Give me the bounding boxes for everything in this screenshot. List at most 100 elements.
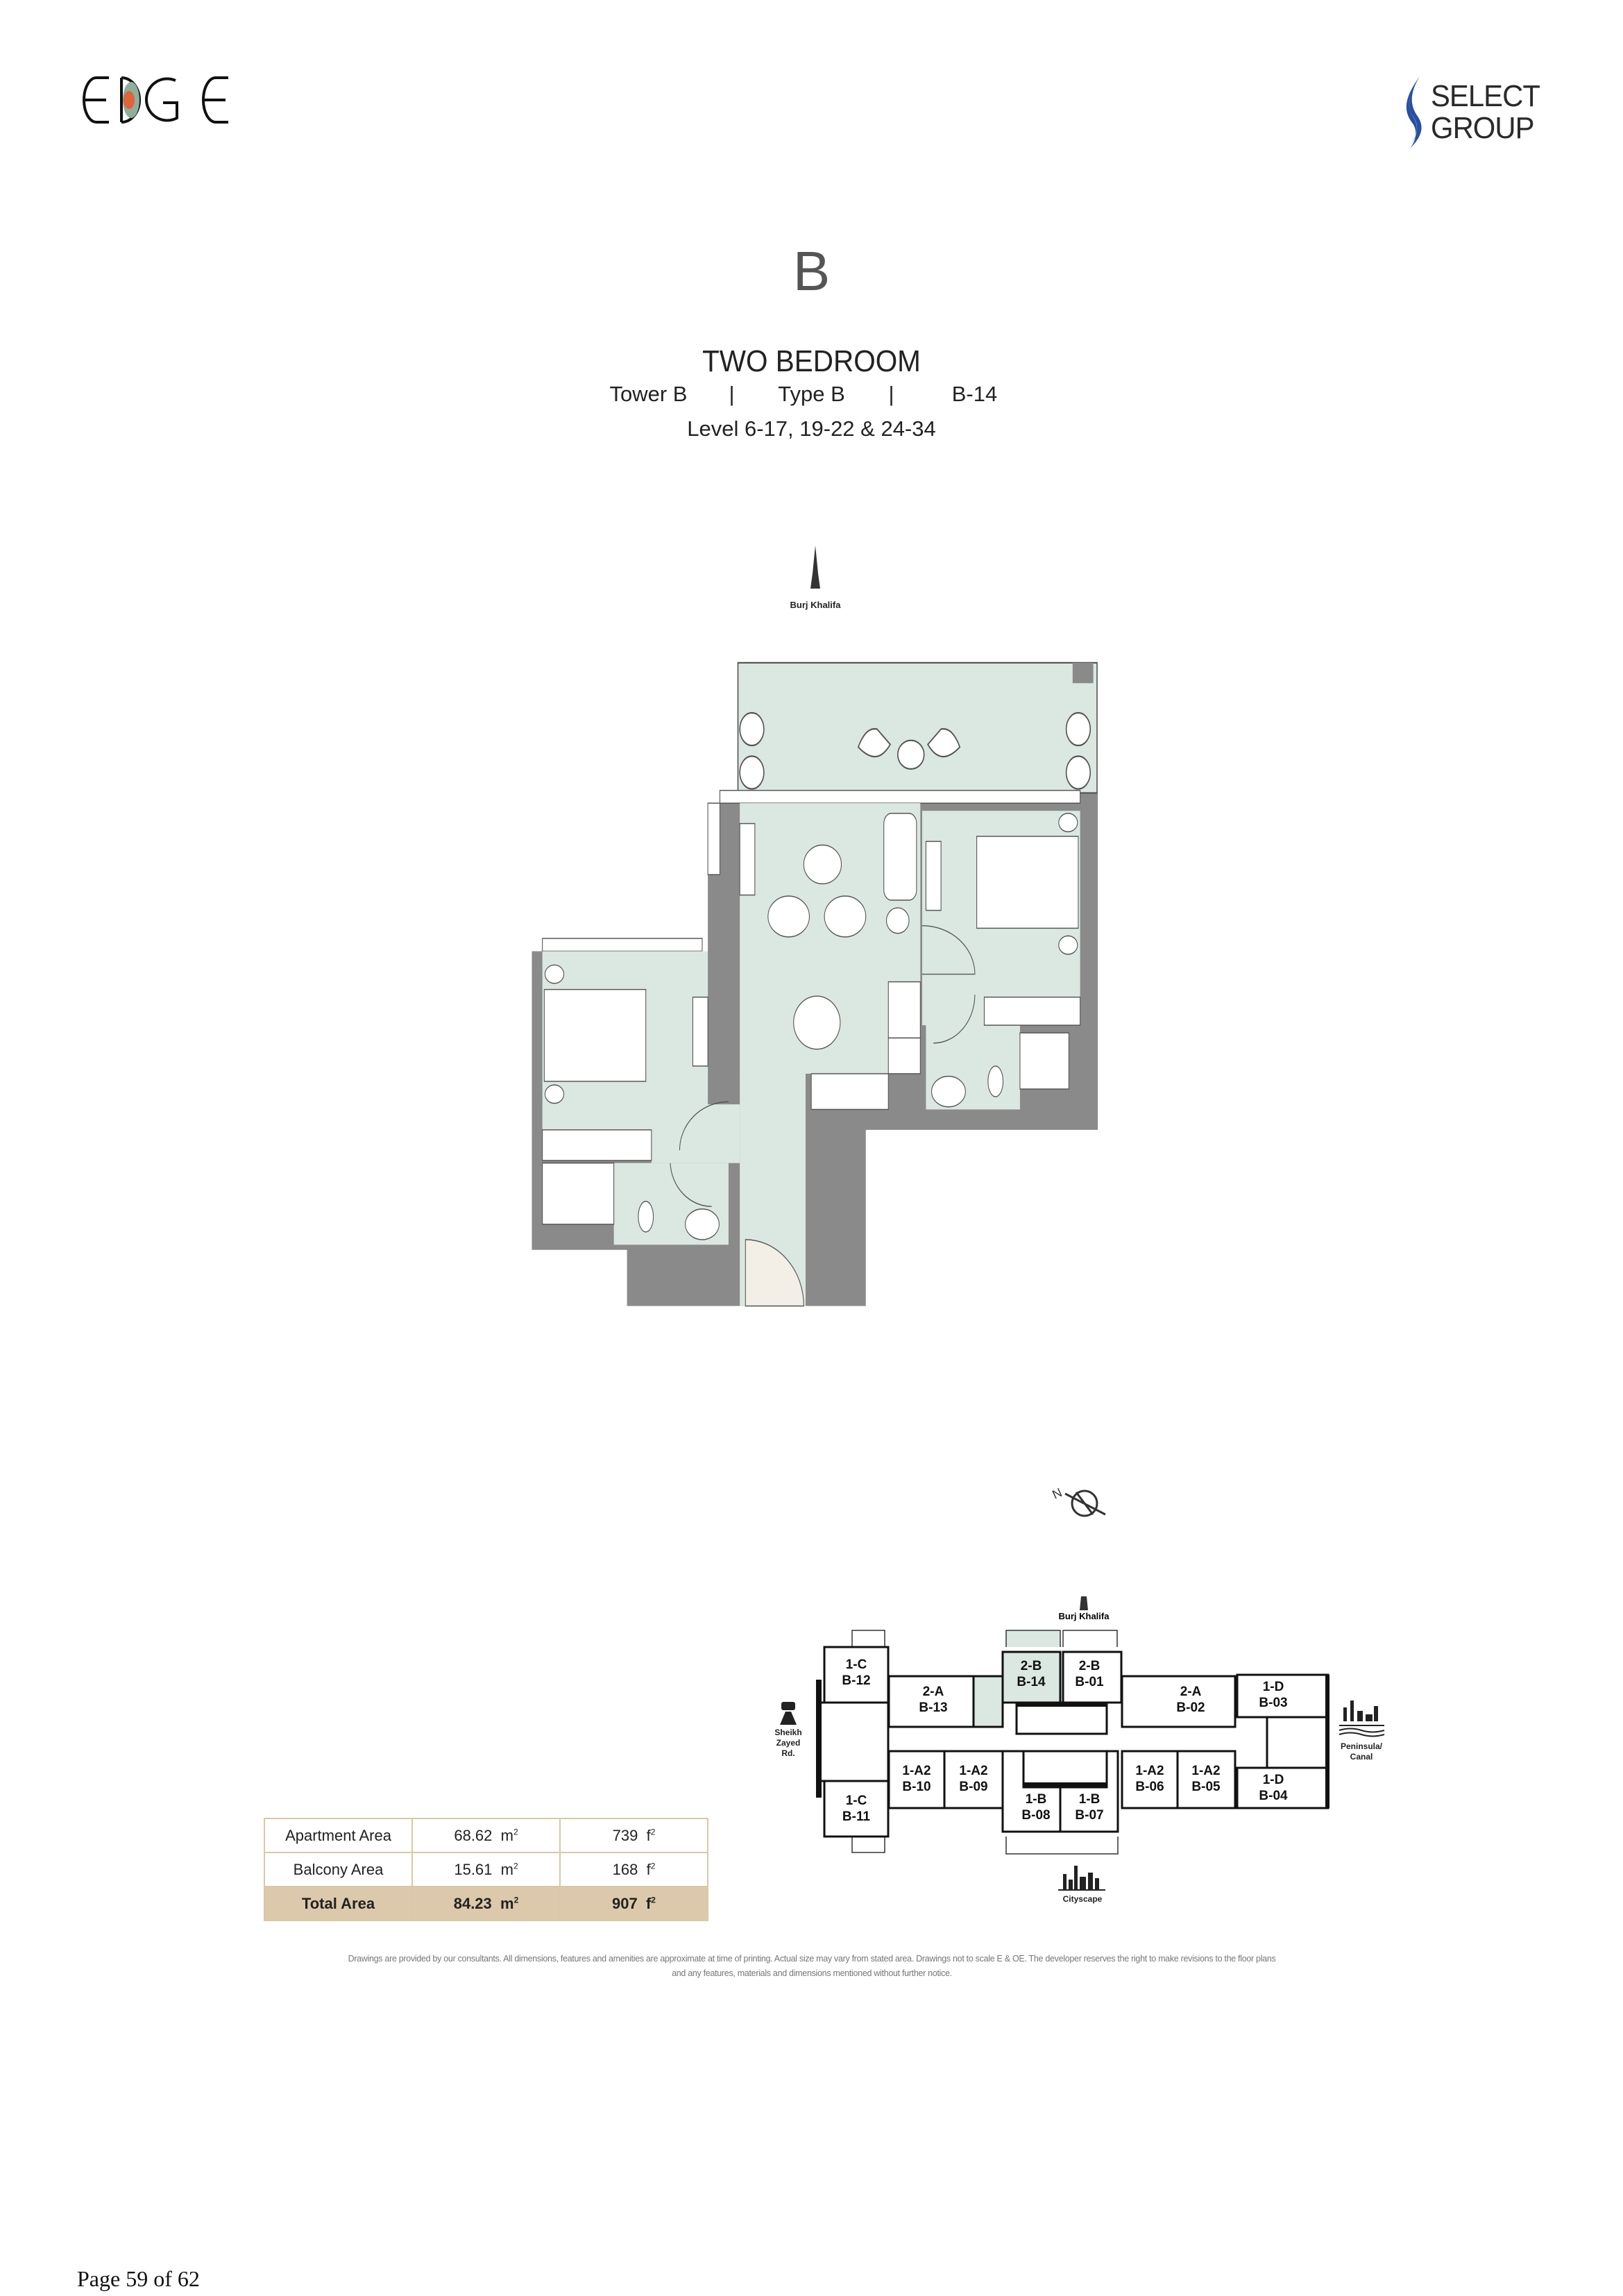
unit-id-label: B-04: [1259, 1789, 1288, 1803]
plant-icons: [739, 711, 1091, 790]
unit-type-label: 2-B: [1079, 1659, 1101, 1673]
core-walls: [816, 1675, 1329, 1808]
key-label-cityscape: Cityscape: [1063, 1894, 1103, 1904]
unit-floor-plan: [532, 661, 1098, 1307]
fixtures: [542, 813, 1081, 1240]
unit-type-label: 1-B: [1079, 1792, 1101, 1807]
area-label: Apartment Area: [264, 1818, 413, 1853]
unit-id-label: B-12: [842, 1673, 870, 1688]
unit-type-label: 2-A: [923, 1685, 944, 1699]
balcony-column: [1072, 662, 1094, 684]
unit-type-label-highlighted: 2-B: [1021, 1659, 1042, 1673]
key-label-burj-khalifa: Burj Khalifa: [1059, 1611, 1110, 1621]
left-shower: [542, 1162, 615, 1225]
unit-id-label-highlighted: B-14: [1017, 1675, 1046, 1689]
unit-type-label: 1-C: [846, 1793, 867, 1808]
area-sqm: 84.23 m2: [411, 1886, 561, 1921]
area-sqft: 168 f2: [559, 1852, 708, 1887]
wash-basin: [931, 1075, 966, 1108]
key-label-sheikh-zayed: Rd.: [781, 1748, 794, 1758]
page-number: Page 59 of 62: [77, 2266, 200, 2291]
disclaimer-line: Drawings are provided by our consultants…: [348, 1954, 1276, 1964]
right-shower: [1019, 1032, 1069, 1090]
unit-id-label: B-11: [842, 1809, 871, 1824]
door-swings: [670, 925, 976, 1207]
ottoman: [886, 907, 910, 934]
canal-skyline-icon: [1339, 1700, 1385, 1737]
separator: |: [729, 382, 735, 406]
toilet: [638, 1201, 654, 1233]
right-wardrobe: [983, 996, 1081, 1026]
unit-type-letter: B: [792, 240, 831, 302]
tv-unit: [739, 822, 756, 896]
unit-id-label: B-05: [1191, 1780, 1221, 1794]
disclaimer: Drawings are provided by our consultants…: [229, 1952, 1395, 1981]
armchair: [767, 895, 810, 938]
dining-table: [793, 995, 841, 1050]
area-sqft: 907 f2: [559, 1886, 708, 1921]
unit-type-label: 1-A2: [959, 1764, 987, 1778]
unit-id-label: B-07: [1075, 1808, 1103, 1823]
area-label: Total Area: [264, 1886, 413, 1921]
left-bed: [543, 988, 647, 1082]
disclaimer-line: and any features, materials and dimensio…: [672, 1968, 952, 1978]
unit-type-label: 1-B: [1026, 1792, 1047, 1807]
logo-line-2: GROUP: [1431, 111, 1534, 145]
nightstand-lamp: [1058, 813, 1078, 833]
balcony: [737, 661, 1098, 794]
unit-type-label: 1-D: [1263, 1773, 1284, 1787]
burj-khalifa-label: Burj Khalifa: [790, 600, 841, 610]
building-key-plan: Burj Khalifa: [774, 1596, 1385, 1904]
compass-icon: N: [1050, 1485, 1106, 1517]
cityscape-icon: [1058, 1866, 1105, 1891]
kitchen-upper: [887, 981, 921, 1039]
key-label-sheikh-zayed: Sheikh: [774, 1728, 801, 1737]
unit-type-label: 1-C: [846, 1657, 867, 1672]
edge-logo-mark: [83, 76, 228, 124]
unit-type-label: 1-D: [1263, 1680, 1284, 1694]
area-sqft: 739 f2: [559, 1818, 708, 1853]
unit-id-label: B-08: [1021, 1808, 1050, 1823]
unit-type-label: 1-A2: [902, 1764, 931, 1778]
burj-khalifa-icon: [810, 546, 820, 589]
unit-id-label: B-09: [959, 1780, 987, 1794]
type-label: Type B: [778, 382, 845, 406]
select-group-swoosh-icon: [1406, 76, 1422, 149]
unit-levels: Level 6-17, 19-22 & 24-34: [687, 416, 936, 441]
balcony-furniture: [857, 728, 961, 770]
tower-label: Tower B: [609, 382, 688, 406]
unit-id-label: B-02: [1176, 1700, 1205, 1715]
unit-type-label: 1-A2: [1135, 1764, 1164, 1778]
compass-north-label: N: [1050, 1485, 1064, 1502]
area-table: Apartment Area 68.62 m2 739 f2 Balcony A…: [264, 1818, 708, 1921]
key-label-peninsula-canal: Peninsula/: [1341, 1741, 1383, 1751]
right-bed: [976, 836, 1079, 929]
select-group-wordmark: SELECT GROUP: [1431, 81, 1540, 144]
unit-id-label: B-13: [919, 1700, 947, 1715]
area-sqm: 15.61 m2: [411, 1852, 561, 1887]
sofa: [883, 813, 917, 901]
table-row: Balcony Area 15.61 m2 168 f2: [264, 1852, 708, 1887]
separator: |: [888, 382, 894, 406]
left-wardrobe: [542, 1129, 652, 1161]
unit-id-label: B-03: [1259, 1696, 1287, 1710]
tv-unit: [692, 996, 708, 1067]
burj-khalifa-icon: [1080, 1596, 1088, 1610]
unit-id-label: B-01: [1075, 1675, 1104, 1689]
edge-logo: [81, 75, 234, 125]
table-row: Apartment Area 68.62 m2 739 f2: [264, 1818, 708, 1853]
left-hall: [651, 1104, 740, 1163]
unit-id-label: B-06: [1135, 1780, 1164, 1794]
kitchen-counter: [810, 1073, 889, 1111]
select-group-logo: SELECT GROUP: [1400, 75, 1560, 150]
unit-title: TWO BEDROOM: [702, 344, 921, 378]
nightstand-lamp: [1058, 935, 1078, 955]
unit-labels: 1-C B-12 2-A B-13 2-B B-14 2-B B-01 2-A …: [842, 1657, 1288, 1824]
nightstand-lamp: [544, 1084, 565, 1104]
area-label: Balcony Area: [264, 1852, 413, 1887]
unit-type-label: 2-A: [1180, 1685, 1202, 1699]
toilet: [987, 1065, 1004, 1097]
table-row-total: Total Area 84.23 m2 907 f2: [264, 1886, 708, 1921]
area-sqm: 68.62 m2: [411, 1818, 561, 1853]
unit-type-label: 1-A2: [1191, 1764, 1220, 1778]
